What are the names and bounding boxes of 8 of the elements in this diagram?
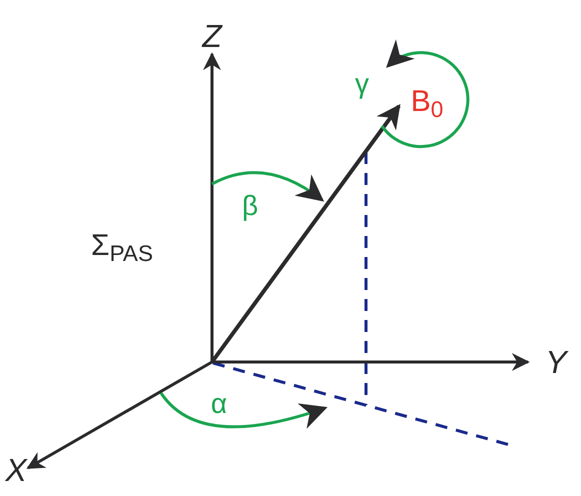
axis-label: Y [545, 346, 567, 378]
angle-label: β [242, 192, 258, 220]
axis-label: Z [202, 20, 222, 52]
angle-label: γ [355, 70, 369, 98]
vector-label: B$_{0}$ [410, 87, 444, 117]
angle-label: α [210, 390, 228, 418]
axis-label: X [5, 454, 27, 486]
frame-label: Σ$_{PAS}$ [91, 231, 153, 261]
